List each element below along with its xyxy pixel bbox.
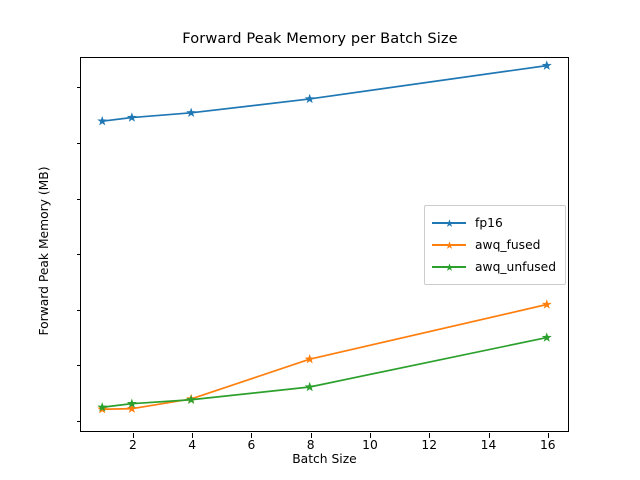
y-tick-mark <box>76 87 81 89</box>
data-point-marker <box>304 381 315 392</box>
data-point-marker <box>126 398 137 408</box>
legend-star-icon <box>445 241 454 249</box>
x-tick-label: 4 <box>188 438 197 452</box>
x-tick-mark <box>132 433 134 438</box>
data-point-marker <box>541 299 552 309</box>
x-tick-mark <box>310 433 312 438</box>
data-point-marker <box>304 354 315 364</box>
data-point-marker <box>541 60 552 70</box>
plot-area <box>80 57 569 432</box>
data-point-marker <box>97 115 108 126</box>
legend-item-awq_fused[interactable]: awq_fused <box>432 234 556 256</box>
y-tick-mark <box>76 254 81 256</box>
data-point-marker <box>186 394 197 404</box>
x-tick-label: 14 <box>480 438 497 452</box>
data-point-marker <box>126 403 137 413</box>
x-tick-mark <box>369 433 371 438</box>
y-tick-mark <box>76 365 81 367</box>
legend-label: awq_fused <box>475 238 541 252</box>
legend-swatch <box>432 238 466 252</box>
series-canvas <box>97 60 552 414</box>
legend-swatch <box>432 260 466 274</box>
legend-star-icon <box>445 263 454 271</box>
legend: fp16 awq_fused awq_unfused <box>424 205 567 285</box>
x-tick-label: 6 <box>247 438 256 452</box>
x-tick-mark <box>547 433 549 438</box>
axes-frame: 600080001000012000140001600018000 246810… <box>76 57 569 452</box>
series-fp16 <box>97 60 552 126</box>
legend-item-awq_unfused[interactable]: awq_unfused <box>432 256 556 278</box>
y-tick-mark <box>76 198 81 200</box>
data-point-marker <box>97 402 108 412</box>
x-tick-label: 8 <box>306 438 315 452</box>
data-point-marker <box>304 93 315 104</box>
legend-star-icon <box>445 219 454 227</box>
x-tick-mark <box>192 433 194 438</box>
legend-label: awq_unfused <box>475 260 557 274</box>
legend-label: fp16 <box>475 216 503 230</box>
legend-item-fp16[interactable]: fp16 <box>432 212 556 234</box>
legend-swatch <box>432 216 466 230</box>
data-point-marker <box>541 332 552 342</box>
y-tick-mark <box>76 143 81 144</box>
y-tick-mark <box>76 309 81 311</box>
chart-title: Forward Peak Memory per Batch Size <box>182 30 458 47</box>
x-tick-label: 2 <box>128 438 137 452</box>
x-tick-mark <box>251 433 253 438</box>
x-tick-label: 12 <box>421 438 438 452</box>
data-point-marker <box>186 107 197 118</box>
x-tick-label: 16 <box>539 438 556 452</box>
x-tick-mark <box>488 433 490 438</box>
series-awq_unfused <box>97 332 552 412</box>
y-tick-mark <box>76 420 81 422</box>
data-point-marker <box>126 112 137 122</box>
y-axis-label: Forward Peak Memory (MB) <box>37 166 51 336</box>
x-tick-mark <box>429 433 431 438</box>
x-axis-label: Batch Size <box>292 452 357 466</box>
x-tick-label: 10 <box>362 438 378 452</box>
